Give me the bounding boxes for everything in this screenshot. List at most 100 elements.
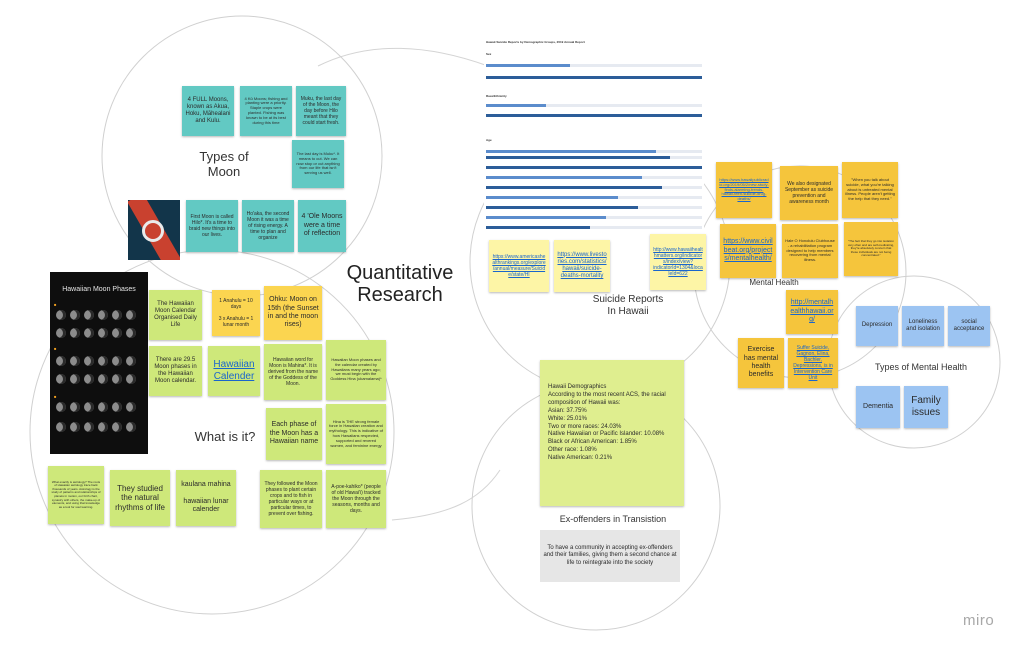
moon-row xyxy=(56,422,136,432)
sticky-note[interactable]: A-poe-kahiko* (people of old Hawai'i) tr… xyxy=(326,470,386,528)
sticky-note[interactable]: Loneliness and isolation xyxy=(902,306,944,346)
moon-row xyxy=(56,310,136,320)
moon-phase-icon xyxy=(98,422,108,432)
link-note[interactable]: https://www.civilbeat.org/projects/menta… xyxy=(720,224,776,278)
moon-phase-icon xyxy=(112,402,122,412)
hawaiian-calender-link[interactable]: Hawaiian Calender xyxy=(208,346,260,396)
moon-phase-icon xyxy=(56,356,66,366)
sticky-note[interactable]: They studied the natural rhythms of life xyxy=(110,470,170,526)
link-note[interactable]: https://www.americashealthrankings.org/e… xyxy=(489,240,549,292)
moon-row xyxy=(56,374,136,384)
sticky-note[interactable]: "When you talk about suicide, what you'r… xyxy=(842,162,898,218)
moon-row xyxy=(56,356,136,366)
moon-phase-icon xyxy=(70,402,80,412)
cluster-label-mental-health: Mental Health xyxy=(749,278,799,287)
suicide-report-document[interactable]: Hawaii Suicide Reports by Demographic Gr… xyxy=(484,38,704,238)
moon-phase-icon xyxy=(126,328,136,338)
sticky-note[interactable]: Depression xyxy=(856,306,898,346)
moon-phase-icon xyxy=(84,310,94,320)
moon-phase-icon xyxy=(84,402,94,412)
moon-phase-icon xyxy=(126,310,136,320)
moon-phase-icon xyxy=(112,422,122,432)
sticky-note[interactable]: Dementia xyxy=(856,386,900,428)
sticky-note[interactable]: Hawaiian word for Moon is Mahina*. It is… xyxy=(264,344,322,400)
sticky-note[interactable]: Hina is THE strong female force in Hawai… xyxy=(326,404,386,464)
link-note[interactable]: https://www.livestories.com/statistics/h… xyxy=(554,240,610,292)
moon-phase-icon xyxy=(126,374,136,384)
moon-phase-icon xyxy=(70,422,80,432)
sticky-note[interactable]: Ohku: Moon on 15th (the Sunset in and th… xyxy=(264,286,322,340)
moon-phase-icon xyxy=(112,310,122,320)
moon-phase-icon xyxy=(112,356,122,366)
report-title: Hawaii Suicide Reports by Demographic Gr… xyxy=(486,40,585,44)
cluster-label-types-mh: Types of Mental Health xyxy=(874,362,968,372)
demographics-item: Other race: 1.08% xyxy=(548,447,597,454)
sticky-note[interactable]: Ho'aka, the second Moon it was a time of… xyxy=(242,200,294,252)
cluster-label-ex-offenders: Ex-offenders in Transistion xyxy=(559,514,667,524)
sticky-note[interactable]: social acceptance xyxy=(948,306,990,346)
sticky-note[interactable]: kaulana mahina hawaiian lunar calender xyxy=(176,470,236,526)
miro-logo: miro xyxy=(963,612,995,629)
sticky-note[interactable]: Muku, the last day of the Moon, the day … xyxy=(296,86,346,136)
demographics-note[interactable]: Hawaii Demographics According to the mos… xyxy=(540,360,684,506)
moon-phase-icon xyxy=(126,356,136,366)
moon-phase-icon xyxy=(56,402,66,412)
link-note[interactable]: http://www.hawaiihealthmatters.org/indic… xyxy=(650,234,706,290)
moon-phase-icon xyxy=(70,356,80,366)
sticky-note[interactable]: Hawaiian Moon phases and the calendar cr… xyxy=(326,340,386,400)
moon-phase-icon xyxy=(98,356,108,366)
sticky-note[interactable]: "The fact that they go into isolation ve… xyxy=(844,222,898,276)
sticky-note[interactable]: 4 'Ole Moons were a time of reflection xyxy=(298,200,346,252)
sticky-note[interactable]: There are 29.5 Moon phases in the Hawaii… xyxy=(149,346,202,396)
report-section: Race/Ethnicity xyxy=(486,94,507,98)
board-title: Quantitative Research xyxy=(346,262,454,307)
sticky-note[interactable]: The Hawaiian Moon Calendar Organised Dai… xyxy=(149,290,202,340)
moon-phase-icon xyxy=(56,374,66,384)
link-note[interactable]: https://www.hawaiipublicradio.org/2019/0… xyxy=(716,162,772,218)
logo-mark-icon xyxy=(142,220,164,242)
sticky-note[interactable]: We also designated September as suicide … xyxy=(780,166,838,220)
sticky-note[interactable]: 4 FULL Moons, known as Akua, Hoku, Māhea… xyxy=(182,86,234,136)
moon-phase-icon xyxy=(112,374,122,384)
sticky-note[interactable]: The last day is Muku*. It means to cut. … xyxy=(292,140,344,188)
hawaiian-logo-image[interactable] xyxy=(128,200,180,260)
moon-phase-icon xyxy=(98,310,108,320)
cluster-label-types-of-moon: Types of Moon xyxy=(199,149,249,179)
sticky-note[interactable]: Each phase of the Moon has a Hawaiian na… xyxy=(266,408,322,460)
moon-phase-icon xyxy=(56,310,66,320)
sticky-note[interactable]: 1 Anahulu = 10 days 3 x Anahulu = 1 luna… xyxy=(212,290,260,336)
demographics-item: Two or more races: 24.03% xyxy=(548,423,622,430)
moon-phase-icon xyxy=(56,328,66,338)
connector-line xyxy=(317,47,489,67)
moon-phase-icon xyxy=(112,328,122,338)
sticky-note[interactable]: Exercise has mental health benefits xyxy=(738,338,784,388)
demographics-item: Asian: 37.75% xyxy=(548,407,587,414)
cluster-label-what-is-it: What is it? xyxy=(194,429,256,444)
moon-phases-image[interactable]: Hawaiian Moon Phases ■ ■ ■ xyxy=(50,272,148,454)
moon-phases-title: Hawaiian Moon Phases xyxy=(62,286,136,293)
demographics-item: Native Hawaiian or Pacific Islander: 10.… xyxy=(548,431,665,438)
moon-phase-icon xyxy=(56,422,66,432)
connector-line xyxy=(391,469,501,521)
sticky-note[interactable]: Hale O Honolulu Clubhouse - a rehabilita… xyxy=(782,224,838,278)
moon-phase-icon xyxy=(84,328,94,338)
moon-phase-icon xyxy=(98,374,108,384)
sticky-note[interactable]: Family issues xyxy=(904,386,948,428)
sticky-note[interactable]: 4 Kū Moons; fishing and planting were a … xyxy=(240,86,292,136)
link-note[interactable]: Suffer Suicide, Gagnon, Elina, Bachler, … xyxy=(788,338,838,388)
moon-phase-icon xyxy=(70,310,80,320)
ex-offenders-description[interactable]: To have a community in accepting ex-offe… xyxy=(540,530,680,582)
moon-phase-icon xyxy=(84,374,94,384)
link-note[interactable]: http://mentalhealthhawaii.org/ xyxy=(786,290,838,334)
moon-phase-icon xyxy=(126,402,136,412)
report-section: Age xyxy=(486,138,492,142)
report-section: Sex xyxy=(486,52,492,56)
demographics-heading: Hawaii Demographics xyxy=(548,384,607,390)
sticky-note[interactable]: First Moon is called Hilo*. It's a time … xyxy=(186,200,238,252)
sticky-note[interactable]: What exactly is astrology? The roots of … xyxy=(48,466,104,524)
moon-phase-icon xyxy=(84,422,94,432)
demographics-item: Black or African American: 1.85% xyxy=(548,439,637,446)
moon-phase-icon xyxy=(98,402,108,412)
sticky-note[interactable]: They followed the Moon phases to plant c… xyxy=(260,470,322,528)
